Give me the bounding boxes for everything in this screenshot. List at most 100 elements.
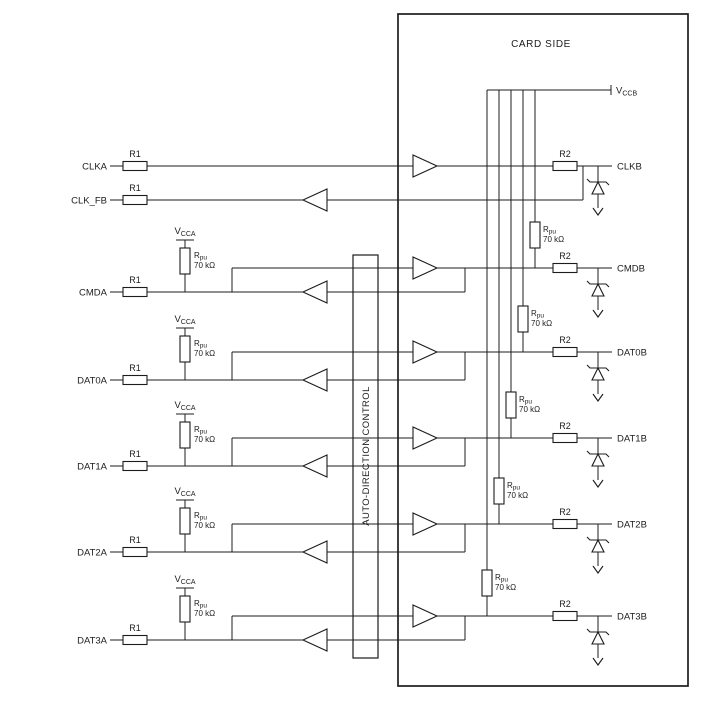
channel-dat2: DAT2A R1 VCCA Rpu 70 kΩ Rpu 70 kΩ R2 DAT… [77, 477, 647, 574]
rpu-resistor [179, 507, 191, 535]
r1-resistor [122, 460, 148, 472]
clk-wires [110, 165, 612, 201]
vccb-pullup: Rpu 70 kΩ [493, 477, 528, 524]
rpu-label: Rpu [194, 511, 207, 522]
rpu-value: 70 kΩ [194, 261, 215, 270]
rpu-label: Rpu [543, 225, 556, 236]
r2-label: R2 [559, 251, 571, 261]
rpu-value: 70 kΩ [194, 521, 215, 530]
rpu-label: Rpu [531, 309, 544, 320]
rpu-label: Rpu [495, 573, 508, 584]
vcca-label: VCCA [174, 574, 195, 586]
cmda-label: CMDA [79, 288, 108, 299]
vcca-label: VCCA [174, 400, 195, 412]
rpu-value: 70 kΩ [194, 349, 215, 358]
rpu-value: 70 kΩ [194, 435, 215, 444]
vcca-pullup: VCCA Rpu 70 kΩ [174, 486, 215, 552]
rpu-label: Rpu [194, 425, 207, 436]
auto-direction-label: AUTO-DIRECTION CONTROL [361, 386, 372, 526]
rpu-resistor [493, 477, 505, 505]
rpu-value: 70 kΩ [507, 491, 528, 500]
r1-label: R1 [129, 275, 141, 285]
dat1-wires [110, 437, 612, 467]
vcca-pullup: VCCA Rpu 70 kΩ [174, 314, 215, 380]
cmdb-label: CMDB [617, 264, 645, 275]
buffer-b-to-a-icon [302, 628, 328, 652]
channel-clk: CLKA R1 CLK_FB R1 R2 CLKB [71, 149, 642, 216]
r1-resistor [122, 374, 148, 386]
rpu-resistor [517, 305, 529, 333]
rpu-label: Rpu [519, 395, 532, 406]
vcca-label: VCCA [174, 314, 195, 326]
rpu-value: 70 kΩ [495, 583, 516, 592]
r2-label: R2 [559, 507, 571, 517]
vccb-rail: VCCB [486, 85, 637, 570]
esd-diode-icon [586, 437, 610, 488]
r1-resistor [122, 634, 148, 646]
r2-resistor [552, 432, 578, 444]
r2-resistor [552, 610, 578, 622]
r1-resistor [122, 286, 148, 298]
buffer-b-to-a-icon [302, 280, 328, 304]
dat1a-label: DAT1A [77, 462, 108, 473]
vcca-base: V [174, 226, 181, 237]
channel-dat0: DAT0A R1 VCCA Rpu 70 kΩ Rpu 70 kΩ R2 DAT… [77, 305, 647, 402]
rpu-resistor [179, 595, 191, 623]
dat3-wires [110, 615, 612, 641]
auto-direction-box [352, 254, 379, 659]
dat2b-label: DAT2B [617, 520, 647, 531]
buffer-b-to-a-icon [302, 454, 328, 478]
dat0-wires [110, 351, 612, 381]
r1-label: R1 [129, 535, 141, 545]
buffer-a-to-b-icon [412, 512, 438, 536]
rpu-label: Rpu [194, 339, 207, 350]
esd-diode-icon [586, 351, 610, 402]
vcca-stem [176, 499, 194, 552]
clkb-label: CLKB [617, 162, 642, 173]
buffer-a-to-b-icon [412, 256, 438, 280]
vccb-bus-wires [486, 85, 612, 570]
rpu-label: Rpu [194, 251, 207, 262]
r1-label: R1 [129, 449, 141, 459]
vcca-pullup: VCCA Rpu 70 kΩ [174, 574, 215, 640]
buffer-b-to-a-icon [302, 368, 328, 392]
r2-label: R2 [559, 421, 571, 431]
esd-diode-icon [586, 523, 610, 574]
buffer-a-to-b-icon [412, 426, 438, 450]
r2-resistor [552, 346, 578, 358]
r2-label: R2 [559, 599, 571, 609]
rpu-resistor [505, 391, 517, 419]
vccb-label: VCCB [616, 86, 637, 98]
r2-label: R2 [559, 149, 571, 159]
dat3b-label: DAT3B [617, 612, 647, 623]
r1-label: R1 [129, 363, 141, 373]
clk-fb-label: CLK_FB [71, 196, 107, 207]
buffer-a-to-b-icon [412, 154, 438, 178]
channel-cmd: CMDA R1 VCCA Rpu 70 kΩ Rpu 70 kΩ R2 CMDB [79, 221, 645, 318]
r2-resistor [552, 160, 578, 172]
rpu-resistor [179, 247, 191, 275]
card-side-box [397, 13, 689, 687]
vccb-sub: CCB [622, 91, 637, 98]
dat1b-label: DAT1B [617, 434, 647, 445]
vcca-pullup: VCCA Rpu 70 kΩ [174, 400, 215, 466]
buffer-a-to-b-icon [412, 604, 438, 628]
vccb-pullup: Rpu 70 kΩ [517, 305, 552, 352]
rpu-label: Rpu [194, 599, 207, 610]
vcca-pullup: VCCA Rpu 70 kΩ [174, 226, 215, 292]
rpu-resistor [481, 569, 493, 597]
vccb-pullup: Rpu 70 kΩ [529, 221, 564, 268]
r2-resistor [552, 518, 578, 530]
r2-resistor [552, 262, 578, 274]
buffer-a-to-b-icon [412, 340, 438, 364]
card-side-label: CARD SIDE [511, 39, 571, 50]
vcca-stem [176, 327, 194, 380]
rpu-resistor [529, 221, 541, 249]
rpu-value: 70 kΩ [194, 609, 215, 618]
vccb-pullup: Rpu 70 kΩ [505, 391, 540, 438]
rpu-value: 70 kΩ [543, 235, 564, 244]
dat2a-label: DAT2A [77, 548, 108, 559]
vcca-stem [176, 239, 194, 292]
channel-dat3: DAT3A R1 VCCA Rpu 70 kΩ Rpu 70 kΩ R2 DAT… [77, 569, 647, 666]
